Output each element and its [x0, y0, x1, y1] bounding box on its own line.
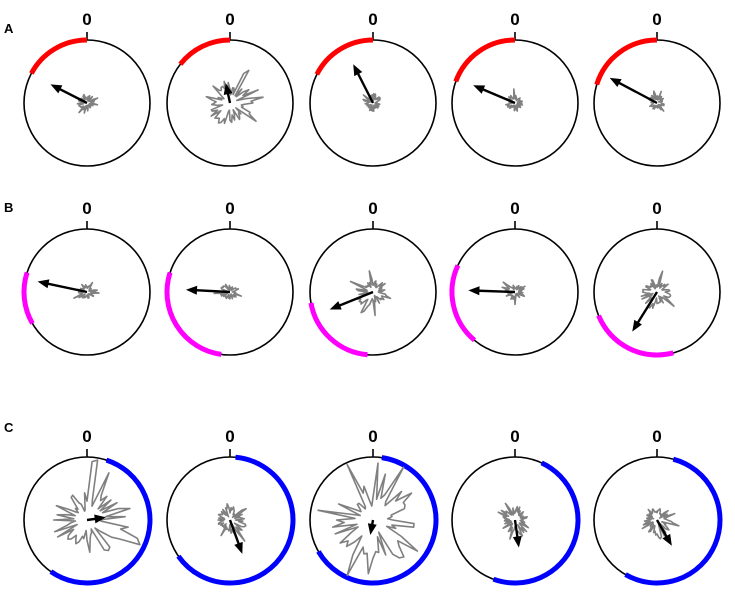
circular-plot: 0 — [451, 427, 581, 586]
zero-label: 0 — [225, 427, 234, 446]
zero-label: 0 — [368, 199, 377, 218]
arrowhead — [353, 64, 363, 77]
zero-label: 0 — [368, 10, 377, 29]
range-arc — [316, 455, 439, 586]
rose-trace — [76, 93, 99, 114]
circular-plot: 0 — [21, 199, 151, 356]
arrowhead — [50, 84, 63, 94]
arrowhead — [512, 535, 522, 548]
range-arc — [596, 314, 674, 358]
range-arc — [492, 460, 581, 586]
circular-plot: 0 — [309, 10, 437, 167]
mean-vector — [228, 519, 241, 548]
rose-trace — [501, 281, 526, 306]
mean-vector — [336, 290, 374, 308]
mean-vector — [635, 291, 659, 327]
circular-plot: 0 — [449, 199, 579, 356]
range-arc — [178, 37, 231, 66]
arrowhead — [468, 286, 480, 296]
rose-trace — [349, 270, 392, 317]
rose-trace — [73, 281, 100, 299]
mean-vector — [479, 87, 516, 105]
panel-label-a: A — [4, 21, 14, 36]
zero-label: 0 — [652, 427, 661, 446]
zero-label: 0 — [225, 10, 234, 29]
mean-vector — [193, 288, 231, 294]
circular-plot: 0 — [593, 10, 721, 167]
rose-trace — [213, 283, 243, 300]
zero-label: 0 — [368, 427, 377, 446]
range-arc — [314, 37, 374, 76]
circular-plot: 0 — [308, 199, 437, 358]
range-arc — [594, 37, 658, 86]
arrowhead — [367, 523, 377, 535]
range-arc — [308, 302, 368, 358]
zero-label: 0 — [82, 10, 91, 29]
arrowhead — [223, 83, 233, 96]
range-arc — [29, 37, 88, 75]
rose-trace — [217, 503, 247, 542]
plots-layer: 0 0 0 0 0 0 0 0 0 0 0 0 0 0 0 — [21, 10, 723, 586]
circular-plot: 0 — [166, 10, 294, 167]
range-arc — [453, 37, 516, 83]
circular-plot: 0 — [309, 427, 439, 586]
zero-label: 0 — [652, 10, 661, 29]
rose-trace — [641, 508, 680, 540]
zero-label: 0 — [510, 199, 519, 218]
arrowhead — [609, 77, 622, 87]
range-arc — [21, 271, 35, 325]
zero-label: 0 — [225, 199, 234, 218]
mean-vector — [475, 289, 516, 294]
mean-vector — [615, 80, 658, 105]
circular-plot: 0 — [164, 199, 294, 357]
zero-label: 0 — [82, 427, 91, 446]
zero-label: 0 — [510, 10, 519, 29]
range-arc — [176, 454, 296, 586]
range-arc — [164, 271, 222, 357]
rose-trace — [362, 92, 381, 112]
mean-vector — [44, 281, 88, 294]
zero-label: 0 — [652, 199, 661, 218]
rose-trace — [317, 462, 419, 577]
arrowhead — [662, 533, 672, 546]
panel-label-c: C — [4, 420, 14, 435]
circular-plot: 0 — [593, 199, 721, 358]
panel-label-b: B — [4, 200, 13, 215]
rose-trace — [640, 270, 675, 309]
arrowhead — [632, 319, 642, 332]
circular-plot: 0 — [451, 10, 579, 167]
range-arc — [624, 456, 723, 586]
zero-label: 0 — [82, 199, 91, 218]
arrowhead — [473, 85, 486, 94]
rose-trace — [497, 502, 530, 540]
zero-label: 0 — [510, 427, 519, 446]
arrowhead — [234, 541, 243, 554]
mean-vector — [355, 70, 375, 104]
arrowhead — [94, 514, 106, 524]
range-arc — [449, 264, 477, 343]
arrowhead — [185, 285, 198, 295]
rose-trace — [205, 69, 264, 125]
rose-trace — [647, 90, 665, 112]
circular-plot: 0 — [23, 10, 151, 167]
circular-plot: 0 — [23, 427, 153, 586]
rose-trace — [52, 459, 141, 553]
arrowhead — [37, 279, 50, 289]
range-arc — [49, 457, 153, 586]
mean-vector — [56, 86, 88, 105]
circular-plot: 0 — [166, 427, 296, 586]
circular-plot: 0 — [593, 427, 723, 586]
arrowhead — [329, 301, 342, 310]
